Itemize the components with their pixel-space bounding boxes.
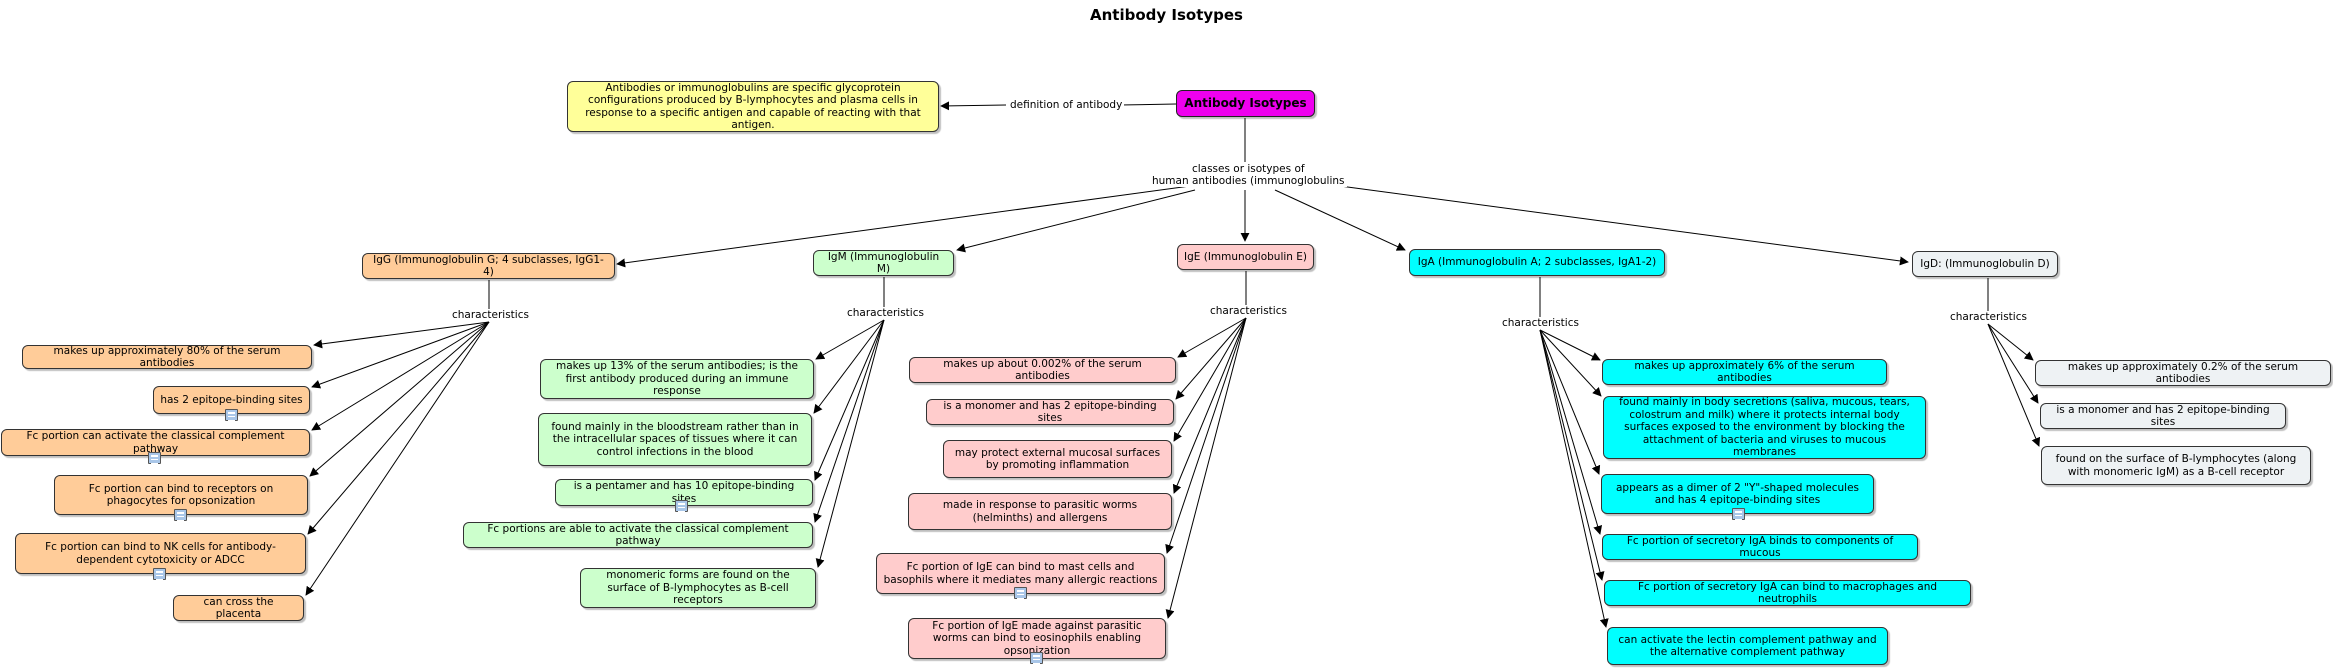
- iga-arrow-4: [1539, 329, 1603, 535]
- iga-node[interactable]: IgA (Immunoglobulin A; 2 subclasses, IgA…: [1409, 249, 1665, 276]
- igg-arrow-6: [305, 321, 490, 596]
- ige-characteristics-label: characteristics: [1208, 305, 1289, 317]
- page-title: Antibody Isotypes: [1090, 6, 1243, 24]
- igm-arrow-1: [815, 319, 885, 360]
- igd-arrow-2: [1987, 323, 2039, 404]
- resource-icon[interactable]: [148, 452, 161, 464]
- resource-icon[interactable]: [153, 568, 166, 580]
- ige-item-3[interactable]: may protect external mucosal surfaces by…: [943, 440, 1172, 478]
- igm-arrow-3: [814, 319, 885, 481]
- ige-arrow-1: [1177, 317, 1247, 358]
- igd-node[interactable]: IgD: (Immunoglobulin D): [1912, 251, 2058, 277]
- igg-item-6[interactable]: can cross the placenta: [173, 595, 304, 621]
- igg-item-5[interactable]: Fc portion can bind to NK cells for anti…: [15, 533, 306, 574]
- igg-node[interactable]: IgG (Immunoglobulin G; 4 subclasses, IgG…: [362, 253, 615, 279]
- definition-connector: [1119, 103, 1177, 106]
- classes-link-label: classes or isotypes of human antibodies …: [1150, 163, 1347, 187]
- ige-item-2[interactable]: is a monomer and has 2 epitope-binding s…: [926, 399, 1174, 425]
- iga-item-5[interactable]: Fc portion of secretory IgA can bind to …: [1604, 580, 1971, 606]
- resource-icon[interactable]: [675, 500, 688, 512]
- igm-arrow-4: [813, 319, 885, 523]
- igg-arrow-5: [307, 321, 490, 535]
- iga-arrow-5: [1539, 329, 1605, 581]
- igm-item-5[interactable]: monomeric forms are found on the surface…: [580, 568, 816, 608]
- resource-icon[interactable]: [174, 509, 187, 521]
- iga-item-2[interactable]: found mainly in body secretions (saliva,…: [1603, 396, 1926, 459]
- igm-item-3[interactable]: is a pentamer and has 10 epitope-binding…: [555, 479, 813, 506]
- igg-arrow-4: [309, 321, 490, 477]
- ige-item-4[interactable]: made in response to parasitic worms (hel…: [908, 493, 1172, 530]
- iga-arrow-3: [1539, 329, 1601, 475]
- iga-item-3[interactable]: appears as a dimer of 2 "Y"-shaped molec…: [1601, 474, 1874, 514]
- igd-arrow: [1339, 185, 1909, 266]
- ige-arrow-6: [1165, 317, 1247, 619]
- igg-item-4[interactable]: Fc portion can bind to receptors on phag…: [54, 475, 308, 515]
- iga-item-1[interactable]: makes up approximately 6% of the serum a…: [1602, 359, 1887, 385]
- igg-item-1[interactable]: makes up approximately 80% of the serum …: [22, 345, 312, 369]
- igm-item-1[interactable]: makes up 13% of the serum antibodies; is…: [540, 359, 814, 399]
- igm-characteristics-label: characteristics: [845, 307, 926, 319]
- iga-arrow-6: [1539, 329, 1609, 628]
- igd-item-3[interactable]: found on the surface of B-lymphocytes (a…: [2041, 446, 2311, 485]
- ige-node[interactable]: IgE (Immunoglobulin E): [1177, 244, 1314, 270]
- igg-item-3[interactable]: Fc portion can activate the classical co…: [1, 429, 310, 456]
- igd-characteristics-label: characteristics: [1948, 311, 2029, 323]
- igg-arrow-2: [311, 321, 490, 389]
- resource-icon[interactable]: [225, 409, 238, 421]
- igg-arrow: [616, 185, 1191, 268]
- root-node[interactable]: Antibody Isotypes: [1176, 90, 1315, 117]
- resource-icon[interactable]: [1014, 587, 1027, 599]
- igd-item-2[interactable]: is a monomer and has 2 epitope-binding s…: [2040, 403, 2286, 429]
- definition-link-label: definition of antibody: [1008, 99, 1125, 111]
- definition-node[interactable]: Antibodies or immunoglobulins are specif…: [567, 81, 939, 132]
- igg-arrow-3: [311, 321, 490, 431]
- igd-arrow-3: [1987, 323, 2041, 447]
- igm-node[interactable]: IgM (Immunoglobulin M): [813, 250, 954, 276]
- igm-item-2[interactable]: found mainly in the bloodstream rather t…: [538, 413, 812, 466]
- igm-arrow-5: [815, 319, 885, 568]
- igm-arrow: [956, 189, 1196, 253]
- iga-item-4[interactable]: Fc portion of secretory IgA binds to com…: [1602, 534, 1918, 560]
- iga-characteristics-label: characteristics: [1500, 317, 1581, 329]
- ige-item-6[interactable]: Fc portion of IgE made against parasitic…: [908, 618, 1166, 659]
- ige-arrow-3: [1173, 317, 1247, 442]
- resource-icon[interactable]: [1030, 652, 1043, 664]
- iga-item-6[interactable]: can activate the lectin complement pathw…: [1607, 627, 1888, 665]
- igd-arrow-1: [1987, 323, 2034, 361]
- igd-item-1[interactable]: makes up approximately 0.2% of the serum…: [2035, 360, 2331, 386]
- igg-characteristics-label: characteristics: [450, 309, 531, 321]
- iga-arrow-1: [1539, 329, 1601, 361]
- ige-arrow-2: [1175, 317, 1247, 400]
- igm-item-4[interactable]: Fc portions are able to activate the cla…: [463, 522, 813, 548]
- ige-arrow-5: [1165, 317, 1247, 554]
- resource-icon[interactable]: [1732, 508, 1745, 520]
- igm-arrow-2: [813, 319, 885, 414]
- iga-arrow-2: [1539, 329, 1602, 397]
- igg-arrow-1: [313, 321, 490, 349]
- iga-arrow: [1274, 189, 1406, 251]
- definition-arrow: [940, 101, 1007, 111]
- ige-item-1[interactable]: makes up about 0.002% of the serum antib…: [909, 357, 1176, 383]
- ige-arrow-4: [1172, 317, 1247, 494]
